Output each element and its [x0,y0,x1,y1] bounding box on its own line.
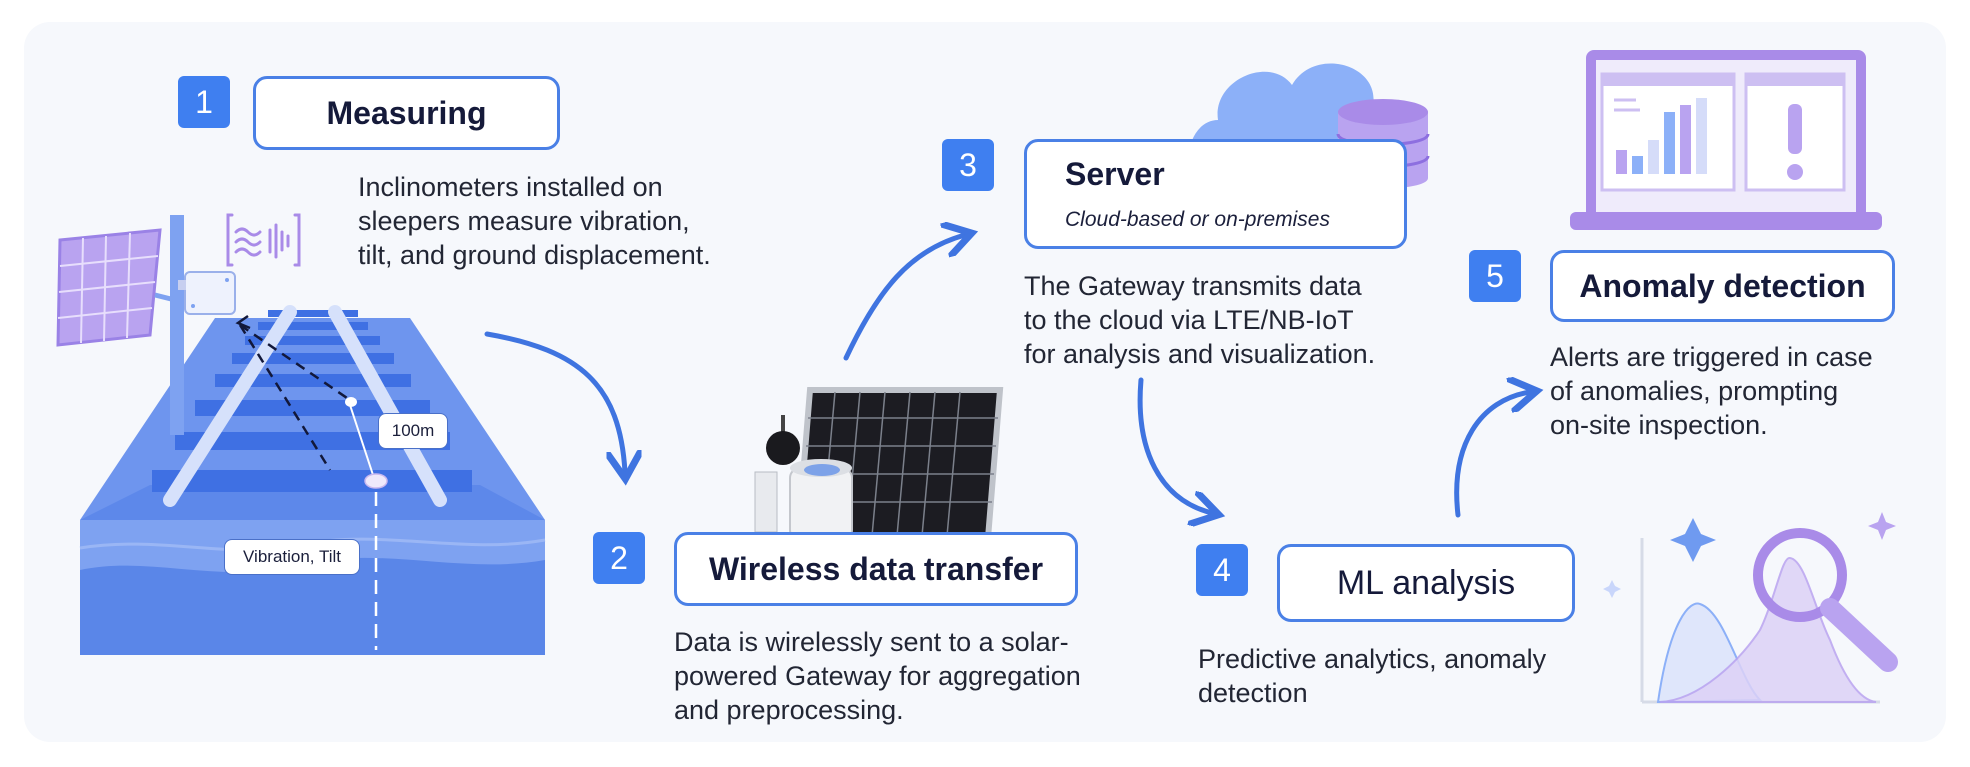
step-5-line-2: of anomalies, prompting [1550,376,1839,406]
step-5-title: Anomaly detection [1550,250,1895,322]
step-5-number: 5 [1469,250,1521,302]
step-4-description: Predictive analytics, anomaly detection [1198,642,1546,710]
sparkle-icon [1603,512,1896,598]
railway-illustration [56,213,546,655]
step-3-subtitle: Cloud-based or on-premises [1065,208,1330,231]
step-3-line-1: The Gateway transmits data [1024,271,1362,301]
step-2-line-3: and preprocessing. [674,695,904,725]
magnifier-icon [1753,528,1898,672]
step-5-line-1: Alerts are triggered in case [1550,342,1873,372]
step-4-number: 4 [1196,544,1248,596]
laptop-dashboard-icon [1570,50,1882,230]
step-3-line-3: for analysis and visualization. [1024,339,1376,369]
step-1-line-2: sleepers measure vibration, [358,206,690,236]
step-1-line-1: Inclinometers installed on [358,172,663,202]
gateway-device-icon [754,387,1004,541]
step-2-description: Data is wirelessly sent to a solar- powe… [674,625,1081,727]
step-2-title: Wireless data transfer [674,532,1078,606]
step-2-line-2: powered Gateway for aggregation [674,661,1081,691]
flow-arrows [484,235,1530,515]
step-4-title: ML analysis [1277,544,1575,622]
step-5-line-3: on-site inspection. [1550,410,1768,440]
step-4-line-1: Predictive analytics, anomaly [1198,644,1547,674]
ml-analysis-graph [1603,512,1898,704]
step-4-line-2: detection [1198,678,1308,708]
step-3-description: The Gateway transmits data to the cloud … [1024,269,1375,371]
vibration-signal-icon [226,213,301,267]
step-3-box: Server Cloud-based or on-premises [1024,139,1407,249]
sensor-icon [178,271,236,315]
step-3-title: Server [1065,156,1165,192]
step-1-description: Inclinometers installed on sleepers meas… [358,170,711,272]
step-3-line-2: to the cloud via LTE/NB-IoT [1024,305,1354,335]
distance-label: 100m [378,413,448,449]
step-1-number: 1 [178,76,230,128]
step-1-line-3: tilt, and ground displacement. [358,240,711,270]
vibration-tilt-label: Vibration, Tilt [224,539,360,575]
step-2-number: 2 [593,532,645,584]
step-5-description: Alerts are triggered in case of anomalie… [1550,340,1873,442]
step-2-line-1: Data is wirelessly sent to a solar- [674,627,1069,657]
step-3-number: 3 [942,139,994,191]
solar-panel-icon [56,228,176,347]
step-1-title: Measuring [253,76,560,150]
alert-icon [1787,104,1803,180]
